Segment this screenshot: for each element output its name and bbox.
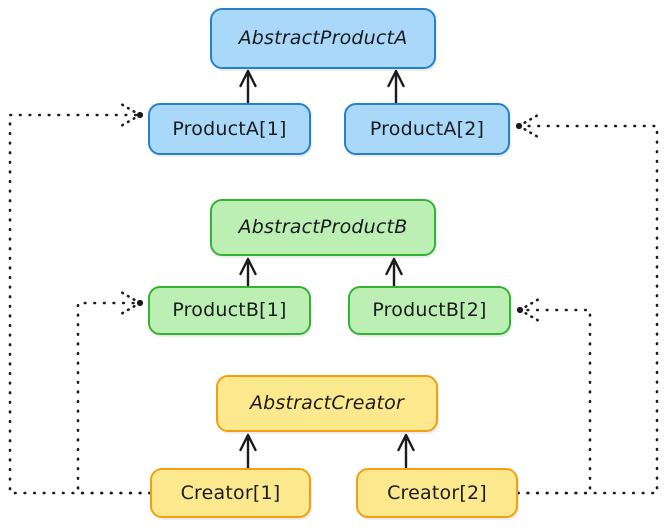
dependency-arrowhead-barb: [119, 290, 142, 305]
class-node-label: AbstractProductA: [238, 27, 408, 49]
dependency-arrowhead-barb: [119, 102, 142, 117]
dependency-dep-creator1-productb1: [76, 290, 152, 495]
dependency-arrowhead-barb: [518, 308, 541, 323]
class-node-label: ProductA[1]: [172, 117, 287, 140]
generalization-arrowhead: [397, 433, 415, 452]
generalization-gen-product-b-2: [385, 257, 403, 288]
dependency-dep-creator2-productb2: [516, 297, 592, 495]
class-node-product-a-1[interactable]: ProductA[1]: [148, 103, 311, 155]
class-node-label: ProductB[1]: [172, 299, 287, 321]
generalization-arrowhead: [239, 257, 257, 276]
class-node-label: Creator[1]: [180, 481, 281, 504]
generalization-arrows: [239, 69, 415, 470]
dependency-dep-creator2-producta2: [515, 113, 659, 495]
class-node-abstract-product-a[interactable]: AbstractProductA: [210, 8, 436, 69]
generalization-arrowhead: [239, 69, 257, 88]
dependency-arrowhead-barb: [517, 124, 540, 139]
generalization-gen-product-a-2: [387, 69, 405, 105]
class-node-creator-1[interactable]: Creator[1]: [150, 468, 311, 518]
dependency-arrows: [8, 102, 659, 495]
generalization-arrowhead: [387, 69, 405, 88]
class-node-product-a-2[interactable]: ProductA[2]: [344, 103, 510, 155]
generalization-gen-creator-1: [239, 433, 257, 470]
class-node-label: ProductA[2]: [369, 117, 485, 140]
class-node-label: Creator[2]: [387, 481, 487, 504]
generalization-gen-creator-2: [397, 433, 415, 470]
class-node-label: AbstractCreator: [249, 392, 405, 414]
generalization-arrowhead: [385, 257, 403, 276]
dependency-arrowhead-barb: [518, 297, 541, 312]
class-node-product-b-1[interactable]: ProductB[1]: [148, 286, 311, 335]
class-node-creator-2[interactable]: Creator[2]: [356, 468, 518, 518]
generalization-gen-product-a-1: [239, 69, 257, 105]
dependency-arrowhead-barb: [119, 301, 142, 316]
generalization-gen-product-b-1: [239, 257, 257, 288]
class-node-product-b-2[interactable]: ProductB[2]: [348, 286, 511, 335]
dependency-arrowhead-barb: [119, 113, 142, 128]
class-node-abstract-creator[interactable]: AbstractCreator: [216, 375, 438, 432]
class-node-label: AbstractProductB: [238, 216, 408, 238]
dependency-arrowhead-barb: [517, 113, 540, 128]
dependency-dep-creator1-producta1: [8, 102, 152, 495]
class-node-label: ProductB[2]: [372, 299, 487, 321]
generalization-arrowhead: [239, 433, 257, 452]
class-node-abstract-product-b[interactable]: AbstractProductB: [210, 199, 436, 256]
